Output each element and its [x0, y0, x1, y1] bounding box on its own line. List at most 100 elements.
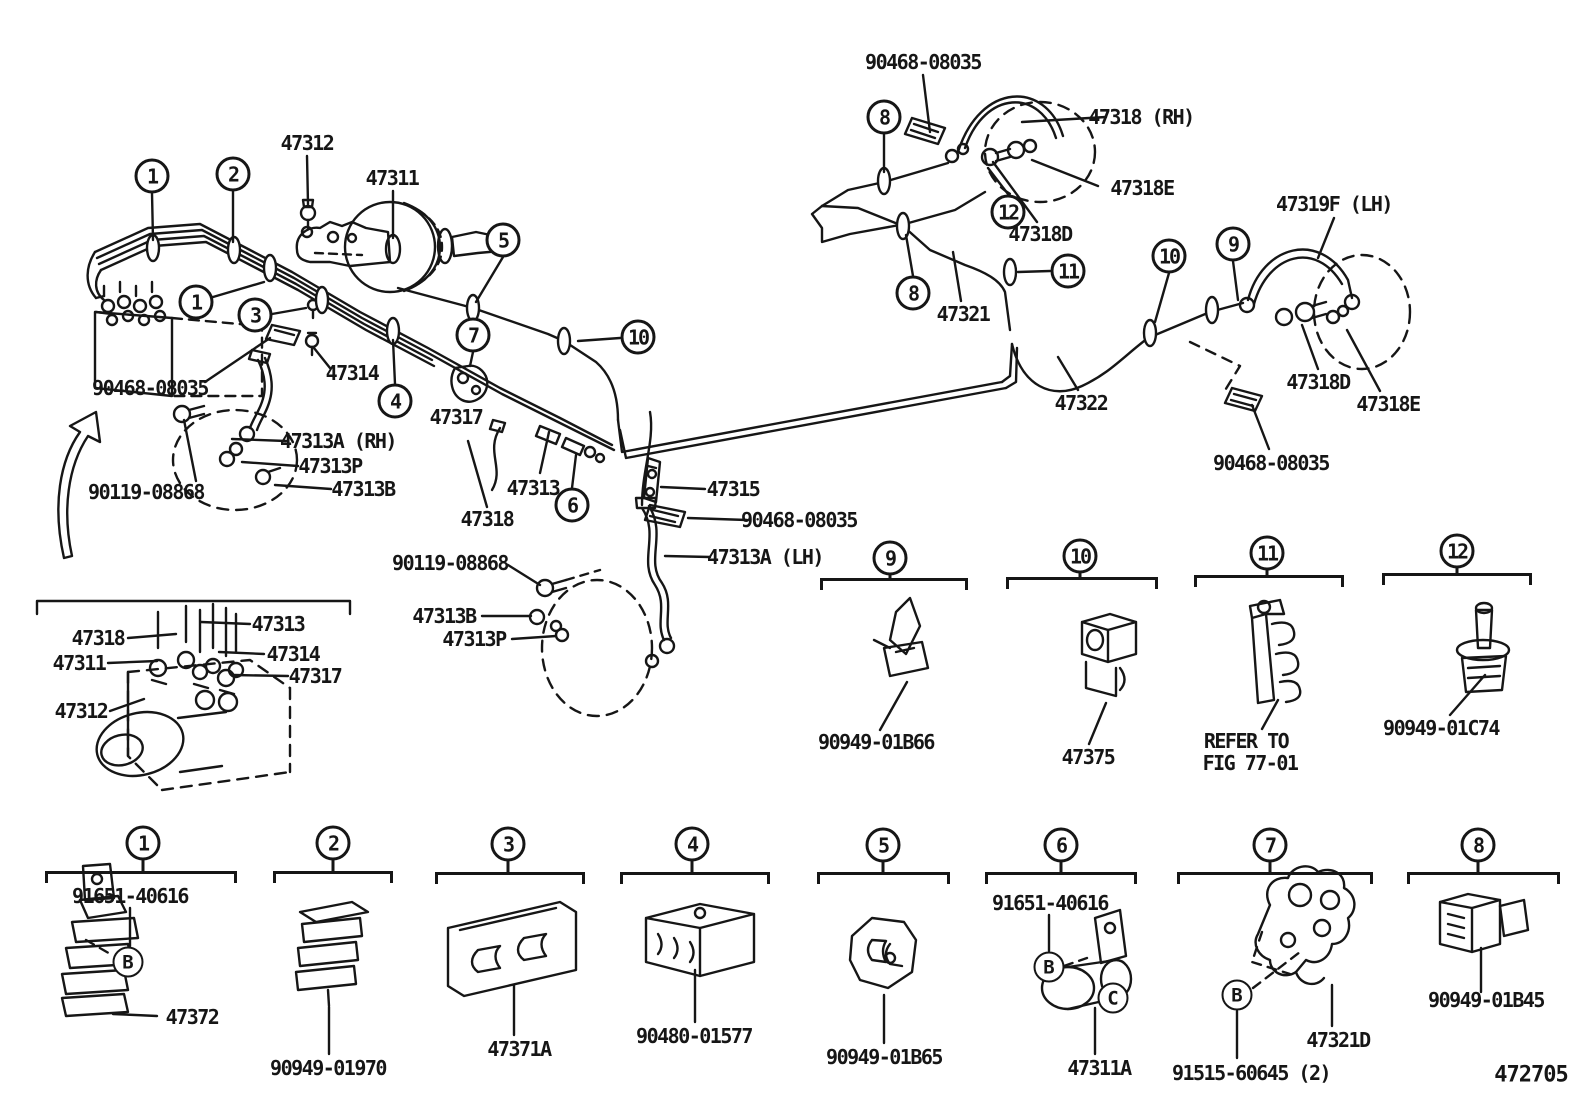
tube-clamps	[145, 166, 1220, 356]
legend-stem-3	[506, 860, 510, 872]
figure-code: 472705	[1494, 1062, 1568, 1088]
legend-part-label: 91651-40616	[992, 891, 1109, 915]
legend-stem-5	[881, 861, 885, 872]
part-label: 47313P	[298, 454, 363, 478]
legend-callout-9: 9	[872, 540, 908, 576]
callout-10: 10	[1151, 238, 1187, 274]
legend-part-label: 47311A	[1067, 1056, 1132, 1080]
legend-callout-7: 7	[1252, 827, 1288, 863]
variant-letter-C: C	[1097, 982, 1129, 1014]
legend-part-label: 90949-01970	[270, 1056, 387, 1080]
rear-hose-rh	[903, 95, 1097, 204]
callout-8: 8	[866, 99, 902, 135]
part-label: 47318D	[1008, 222, 1073, 246]
legend-part-label: 47372	[165, 1005, 220, 1029]
legend-callout-5: 5	[865, 827, 901, 863]
part-label: 47312	[280, 131, 335, 155]
clip-90468-left	[264, 323, 302, 347]
mid-parts	[450, 364, 687, 529]
part-label: 47318 (RH)	[1088, 105, 1195, 129]
legend-part-label: 47321D	[1306, 1028, 1371, 1052]
inset-part-label: 47314	[266, 642, 321, 666]
legend-part-label: 90949-01C74	[1383, 716, 1500, 740]
legend-callout-6: 6	[1043, 827, 1079, 863]
legend-stem-10	[1078, 572, 1082, 577]
part-label: 90468-08035	[92, 376, 209, 400]
legend-callout-3: 3	[490, 826, 526, 862]
legend-stem-8	[1476, 861, 1480, 872]
part-label: 47322	[1054, 391, 1109, 415]
legend-bracket-7	[1177, 872, 1373, 884]
callout-9: 9	[1215, 226, 1251, 262]
legend-part-icons	[60, 596, 1530, 1018]
callout-2: 2	[215, 156, 251, 192]
legend-callout-11: 11	[1249, 535, 1285, 571]
rear-tube-runs	[616, 161, 1245, 460]
legend-part-label: 90949-01B65	[826, 1045, 943, 1069]
legend-bracket-5	[817, 872, 950, 884]
part-label: 90119-08868	[88, 480, 205, 504]
legend-part-label: REFER TO	[1203, 729, 1290, 753]
part-label: 47313B	[412, 604, 477, 628]
legend-bracket-3	[435, 872, 585, 884]
part-label: 47318E	[1110, 176, 1175, 200]
variant-letter-B: B	[1033, 951, 1065, 983]
inset-part-label: 47313	[251, 612, 306, 636]
brake-booster	[343, 200, 502, 294]
part-label: 47313A (LH)	[707, 545, 824, 569]
legend-part-label: 47375	[1061, 745, 1116, 769]
callout-11: 11	[1050, 253, 1086, 289]
legend-part-label: 91651-40616	[72, 884, 189, 908]
legend-part-label: FIG 77-01	[1202, 751, 1299, 775]
part-label: 90119-08868	[392, 551, 509, 575]
part-label: 47314	[325, 361, 380, 385]
legend-bracket-1	[45, 871, 237, 883]
callout-12: 12	[990, 194, 1026, 230]
legend-bracket-9	[820, 578, 968, 590]
part-label: 47321	[936, 302, 991, 326]
legend-stem-6	[1059, 861, 1063, 872]
part-label: 47319F (LH)	[1276, 192, 1393, 216]
legend-stem-1	[141, 859, 145, 871]
variant-letter-B: B	[1221, 979, 1253, 1011]
callout-3: 3	[237, 297, 273, 333]
clip-90468-top	[903, 116, 947, 146]
tube-47318-front	[490, 426, 502, 492]
part-label: 47318	[460, 507, 515, 531]
part-label: 47317	[429, 405, 484, 429]
part-label: 47313P	[442, 627, 507, 651]
callout-10: 10	[620, 319, 656, 355]
inset-part-label: 47311	[52, 651, 107, 675]
callout-1: 1	[178, 284, 214, 320]
legend-stem-11	[1265, 569, 1269, 575]
legend-part-label: 90949-01B66	[818, 730, 935, 754]
front-hose-lh	[528, 410, 676, 718]
master-cylinder	[295, 198, 402, 268]
legend-stem-4	[690, 860, 694, 872]
inset-part-label: 47318	[71, 626, 126, 650]
inset-part-label: 47317	[288, 664, 343, 688]
legend-part-label: 91515-60645 (2)	[1171, 1061, 1332, 1085]
legend-bracket-10	[1006, 577, 1158, 589]
callout-1: 1	[134, 158, 170, 194]
legend-stem-12	[1455, 567, 1459, 573]
part-label: 47313B	[331, 477, 396, 501]
callout-4: 4	[377, 383, 413, 419]
callout-5: 5	[485, 222, 521, 258]
legend-callout-12: 12	[1439, 533, 1475, 569]
legend-callout-4: 4	[674, 826, 710, 862]
part-47317	[450, 364, 489, 403]
legend-stem-2	[331, 859, 335, 871]
tube-unions	[534, 424, 586, 457]
legend-part-label: 90949-01B45	[1428, 988, 1545, 1012]
rear-hose-lh	[1188, 248, 1412, 413]
legend-callout-1: 1	[125, 825, 161, 861]
part-label: 90468-08035	[865, 50, 982, 74]
legend-callout-8: 8	[1460, 827, 1496, 863]
direction-arrow	[57, 410, 102, 560]
part-label: 47311	[365, 166, 420, 190]
legend-bracket-4	[620, 872, 770, 884]
part-label: 90468-08035	[1213, 451, 1330, 475]
part-label: 47318D	[1286, 370, 1351, 394]
